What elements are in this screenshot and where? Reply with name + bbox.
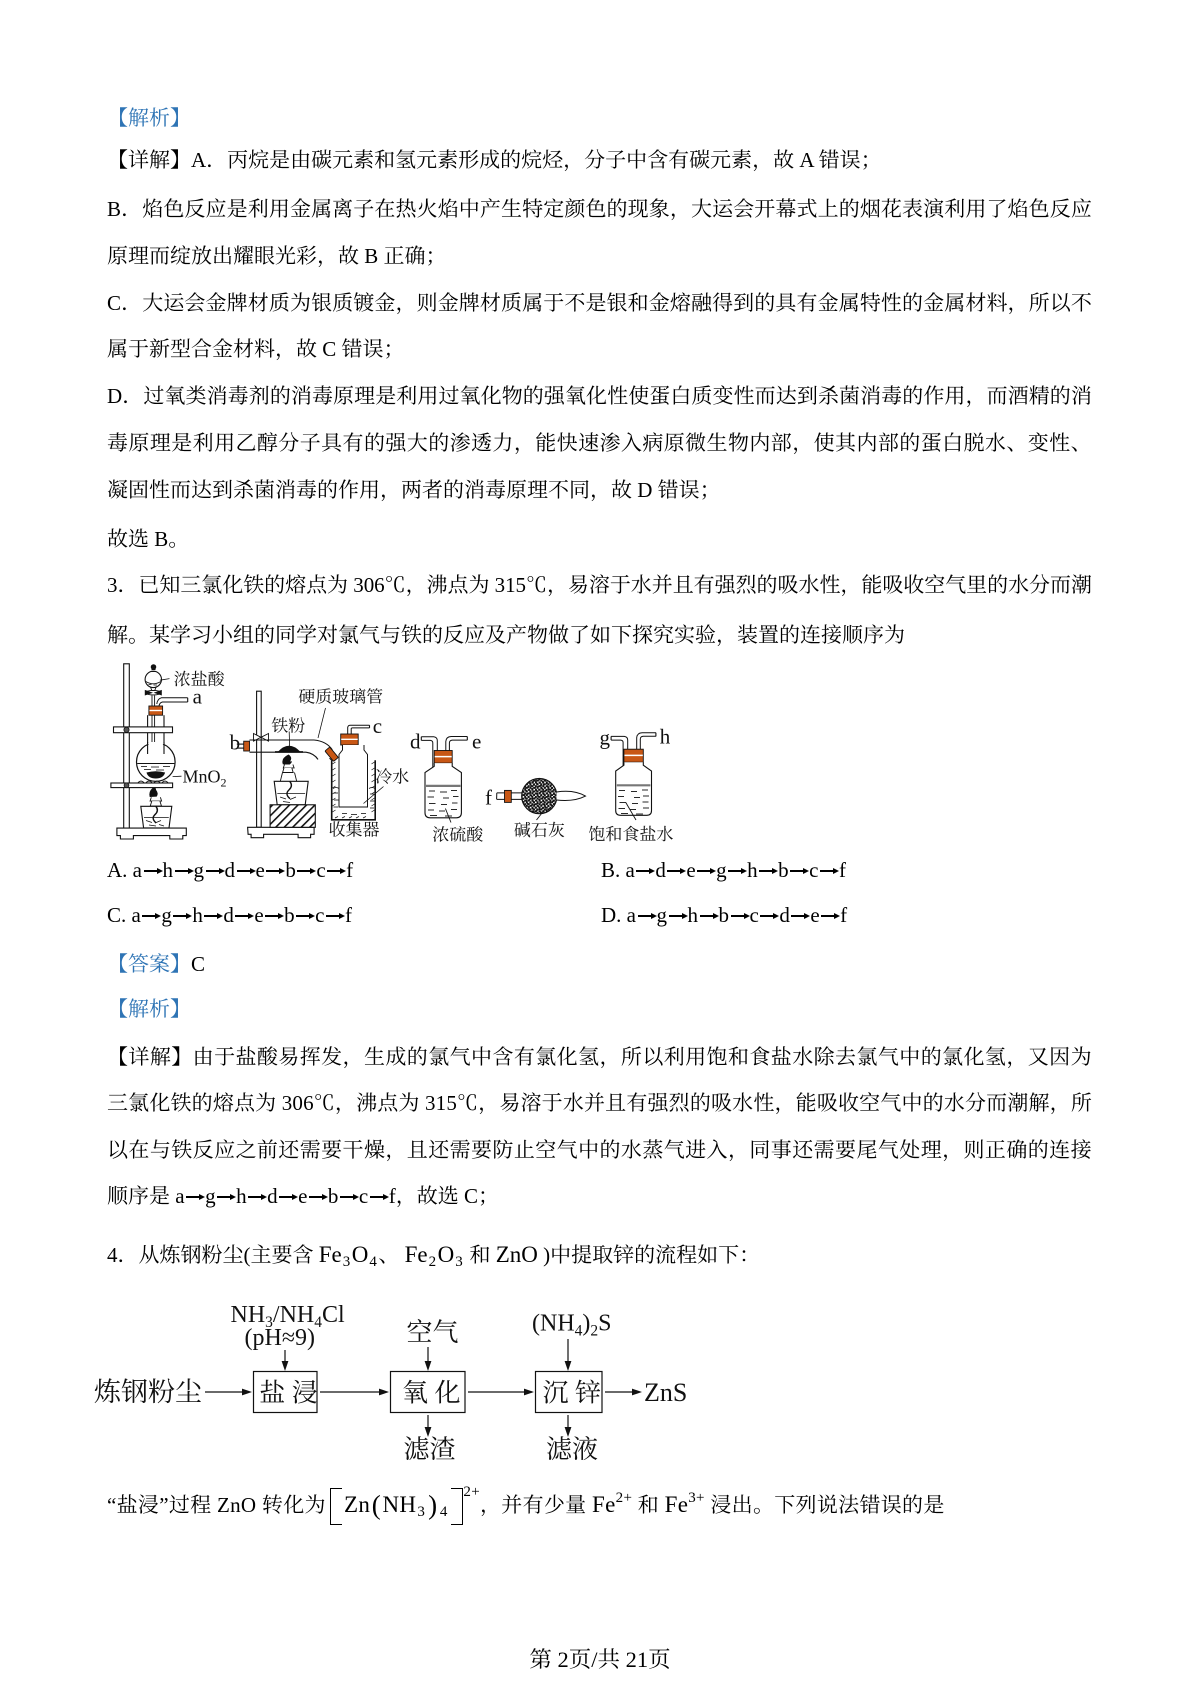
svg-text:g: g [600,726,611,750]
svg-text:(NH4)2S: (NH4)2S [532,1311,612,1340]
svg-text:炼钢粉尘: 炼钢粉尘 [94,1370,202,1409]
svg-text:h: h [660,725,671,749]
svg-text:b: b [230,731,241,755]
svg-text:f: f [485,786,492,810]
svg-text:盐 浸: 盐 浸 [259,1373,318,1410]
svg-text:NH3/NH4Cl: NH3/NH4Cl [231,1302,346,1331]
svg-text:空气: 空气 [407,1312,459,1349]
svg-text:滤渣: 滤渣 [404,1429,456,1466]
svg-text:冷水: 冷水 [375,763,409,788]
svg-text:(pH≈9): (pH≈9) [245,1325,316,1351]
svg-text:收集器: 收集器 [329,816,380,841]
svg-text:硬质玻璃管: 硬质玻璃管 [298,683,383,708]
svg-text:MnO2: MnO2 [183,767,227,790]
svg-text:e: e [472,730,481,754]
svg-text:滤液: 滤液 [546,1429,598,1466]
svg-text:碱石灰: 碱石灰 [514,816,565,841]
svg-text:c: c [373,714,382,738]
svg-text:ZnS: ZnS [644,1378,687,1407]
svg-text:沉 锌: 沉 锌 [543,1373,602,1410]
svg-text:铁粉: 铁粉 [271,712,305,737]
svg-text:浓盐酸: 浓盐酸 [174,665,225,690]
svg-text:a: a [193,685,203,709]
svg-text:氧 化: 氧 化 [402,1373,461,1410]
svg-text:d: d [410,730,421,754]
svg-text:饱和食盐水: 饱和食盐水 [588,820,673,845]
svg-text:浓硫酸: 浓硫酸 [432,821,483,846]
